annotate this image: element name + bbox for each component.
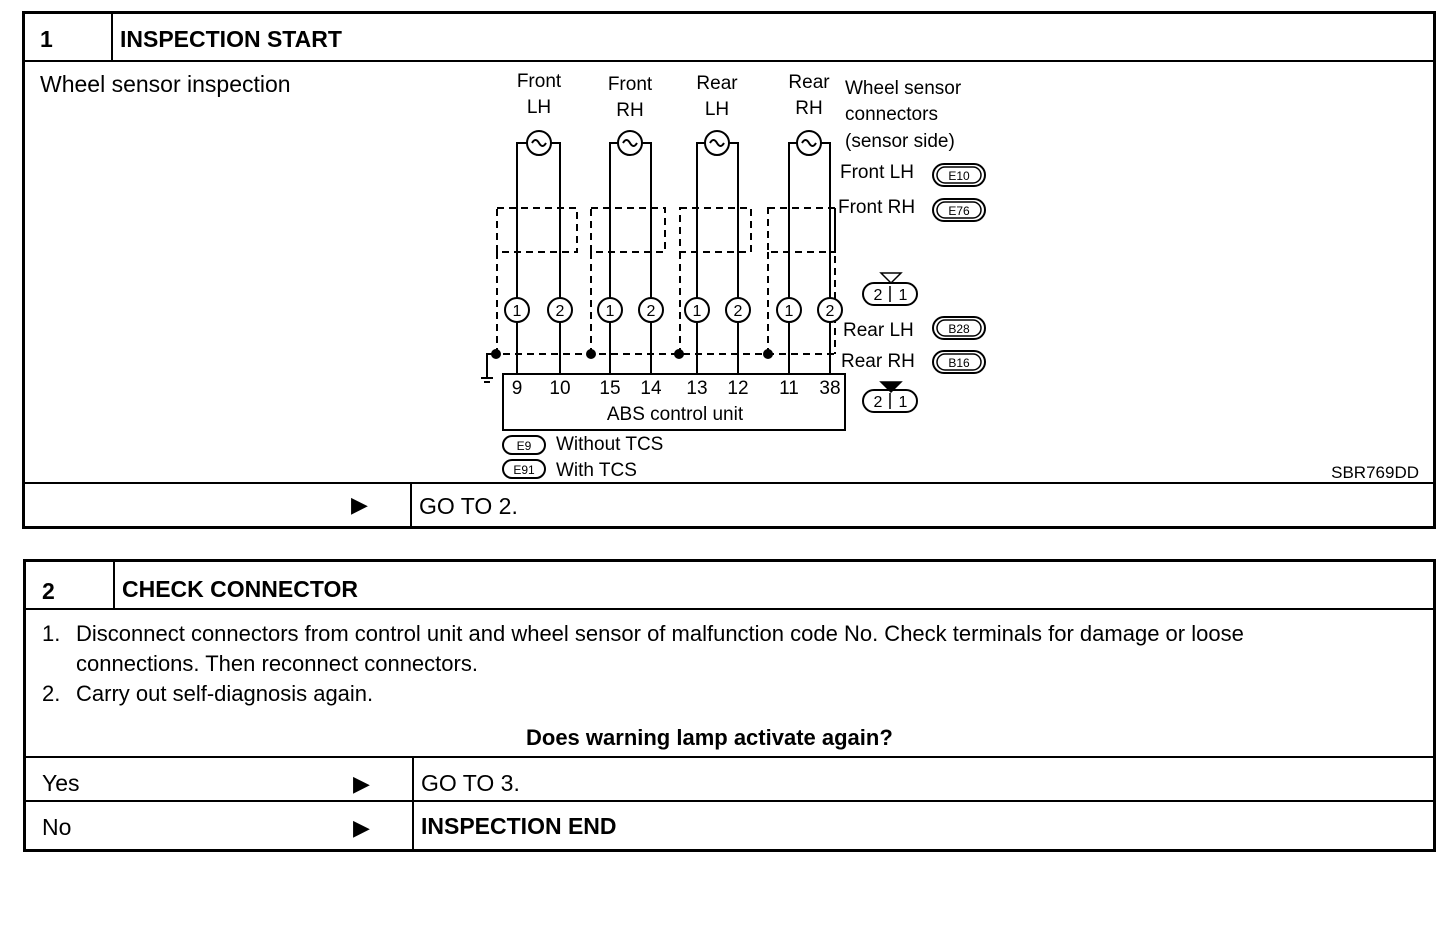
- step1-subtitle: Wheel sensor inspection: [40, 71, 291, 97]
- rear-connector-pin-1: 1: [899, 394, 908, 411]
- list-item-text: Disconnect connectors from control unit …: [76, 621, 1244, 676]
- terminal-number: 12: [727, 378, 748, 399]
- list-item: 1. Disconnect connectors from control un…: [42, 619, 1372, 679]
- connectors-title-line2: connectors: [845, 104, 938, 125]
- connectors-title-line3: (sensor side): [845, 131, 955, 152]
- pin-circle: [638, 297, 664, 323]
- connector-code-b16: B16: [948, 356, 970, 370]
- front-connector-pin-2: 2: [874, 287, 883, 304]
- unit-connector-without-tcs: Without TCS: [556, 434, 663, 455]
- step1-number: 1: [40, 26, 53, 52]
- pin-circle: [597, 297, 623, 323]
- front-connector-pin-1: 1: [899, 287, 908, 304]
- pin-circle: [817, 297, 843, 323]
- connector-code-e76: E76: [948, 204, 970, 218]
- sensor-label-front-rh-1: Front: [608, 74, 653, 95]
- step1-title: INSPECTION START: [120, 26, 342, 52]
- ground-junction-dot: [491, 349, 501, 359]
- step2-question: Does warning lamp activate again?: [526, 725, 893, 750]
- pin-label: 1: [693, 303, 702, 320]
- sensor-label-rear-rh-2: RH: [795, 98, 822, 119]
- figure-id: SBR769DD: [1331, 463, 1419, 482]
- rear-connector-pin-2: 2: [874, 394, 883, 411]
- pin-circle: [504, 297, 530, 323]
- connector-code-e10: E10: [948, 169, 970, 183]
- sensor-label-front-lh-2: LH: [527, 97, 551, 118]
- step2-number: 2: [42, 578, 55, 604]
- abs-control-unit: [502, 373, 846, 431]
- unit-connector-with-tcs: With TCS: [556, 460, 637, 481]
- terminal-number: 9: [512, 378, 523, 399]
- answer-yes-label: Yes: [42, 770, 80, 796]
- sensor-label-rear-lh-1: Rear: [696, 73, 738, 94]
- step1-box: 1 INSPECTION START Wheel sensor inspecti…: [22, 11, 1436, 529]
- list-item: 2. Carry out self-diagnosis again.: [42, 679, 1372, 709]
- connectors-title-line1: Wheel sensor: [845, 78, 962, 99]
- pin-label: 2: [647, 303, 656, 320]
- terminal-number: 38: [819, 378, 840, 399]
- shield-box: [679, 207, 752, 253]
- answer-no-label: No: [42, 814, 72, 840]
- ground-junction-dot: [586, 349, 596, 359]
- shield-box: [590, 207, 666, 253]
- terminal-number: 14: [640, 378, 662, 399]
- pin-label: 2: [826, 303, 835, 320]
- sensor-label-rear-lh-2: LH: [705, 99, 729, 120]
- step1-result[interactable]: GO TO 2.: [419, 493, 518, 519]
- answer-no-result[interactable]: INSPECTION END: [421, 813, 617, 839]
- terminal-number: 11: [779, 378, 799, 399]
- pin-label: 2: [556, 303, 565, 320]
- shield-box: [767, 207, 836, 253]
- sensor-label-front-lh-1: Front: [517, 71, 562, 92]
- connector-row-front-rh: Front RH: [838, 197, 915, 218]
- connector-row-front-lh: Front LH: [840, 162, 914, 183]
- wheel-sensor-wiring-diagram: Front LH Front RH Rear LH Rear RH Wheel …: [481, 71, 1419, 482]
- sensor-label-front-rh-2: RH: [616, 100, 643, 121]
- unit-connector-code-e91: E91: [513, 463, 535, 477]
- connector-row-rear-rh: Rear RH: [841, 351, 915, 372]
- pin-label: 2: [734, 303, 743, 320]
- right-triangle-arrow-icon: ▶: [351, 492, 368, 517]
- list-item-number: 2.: [42, 681, 61, 706]
- step2-title: CHECK CONNECTOR: [122, 576, 358, 602]
- sensor-label-rear-rh-1: Rear: [788, 72, 830, 93]
- step2-box: 2 CHECK CONNECTOR 1. Disconnect connecto…: [23, 559, 1436, 852]
- terminal-number: 15: [599, 378, 620, 399]
- step2-instruction-list: 1. Disconnect connectors from control un…: [42, 619, 1372, 709]
- pin-circle: [547, 297, 573, 323]
- list-item-text: Carry out self-diagnosis again.: [76, 681, 374, 706]
- right-triangle-arrow-icon: ▶: [353, 815, 370, 840]
- pin-circle: [725, 297, 751, 323]
- pin-label: 1: [606, 303, 615, 320]
- ground-junction-dot: [763, 349, 773, 359]
- right-triangle-arrow-icon: ▶: [353, 771, 370, 796]
- terminal-number: 13: [686, 378, 707, 399]
- pin-label: 1: [513, 303, 522, 320]
- terminal-number: 10: [549, 378, 570, 399]
- connector-code-b28: B28: [948, 322, 970, 336]
- answer-yes-result[interactable]: GO TO 3.: [421, 770, 520, 796]
- pin-circle: [684, 297, 710, 323]
- pin-label: 1: [785, 303, 794, 320]
- list-item-number: 1.: [42, 621, 61, 646]
- pin-circle: [776, 297, 802, 323]
- abs-control-unit-label: ABS control unit: [607, 404, 744, 425]
- ground-junction-dot: [674, 349, 684, 359]
- shield-box: [496, 207, 578, 253]
- connector-row-rear-lh: Rear LH: [843, 320, 914, 341]
- unit-connector-code-e9: E9: [517, 439, 532, 453]
